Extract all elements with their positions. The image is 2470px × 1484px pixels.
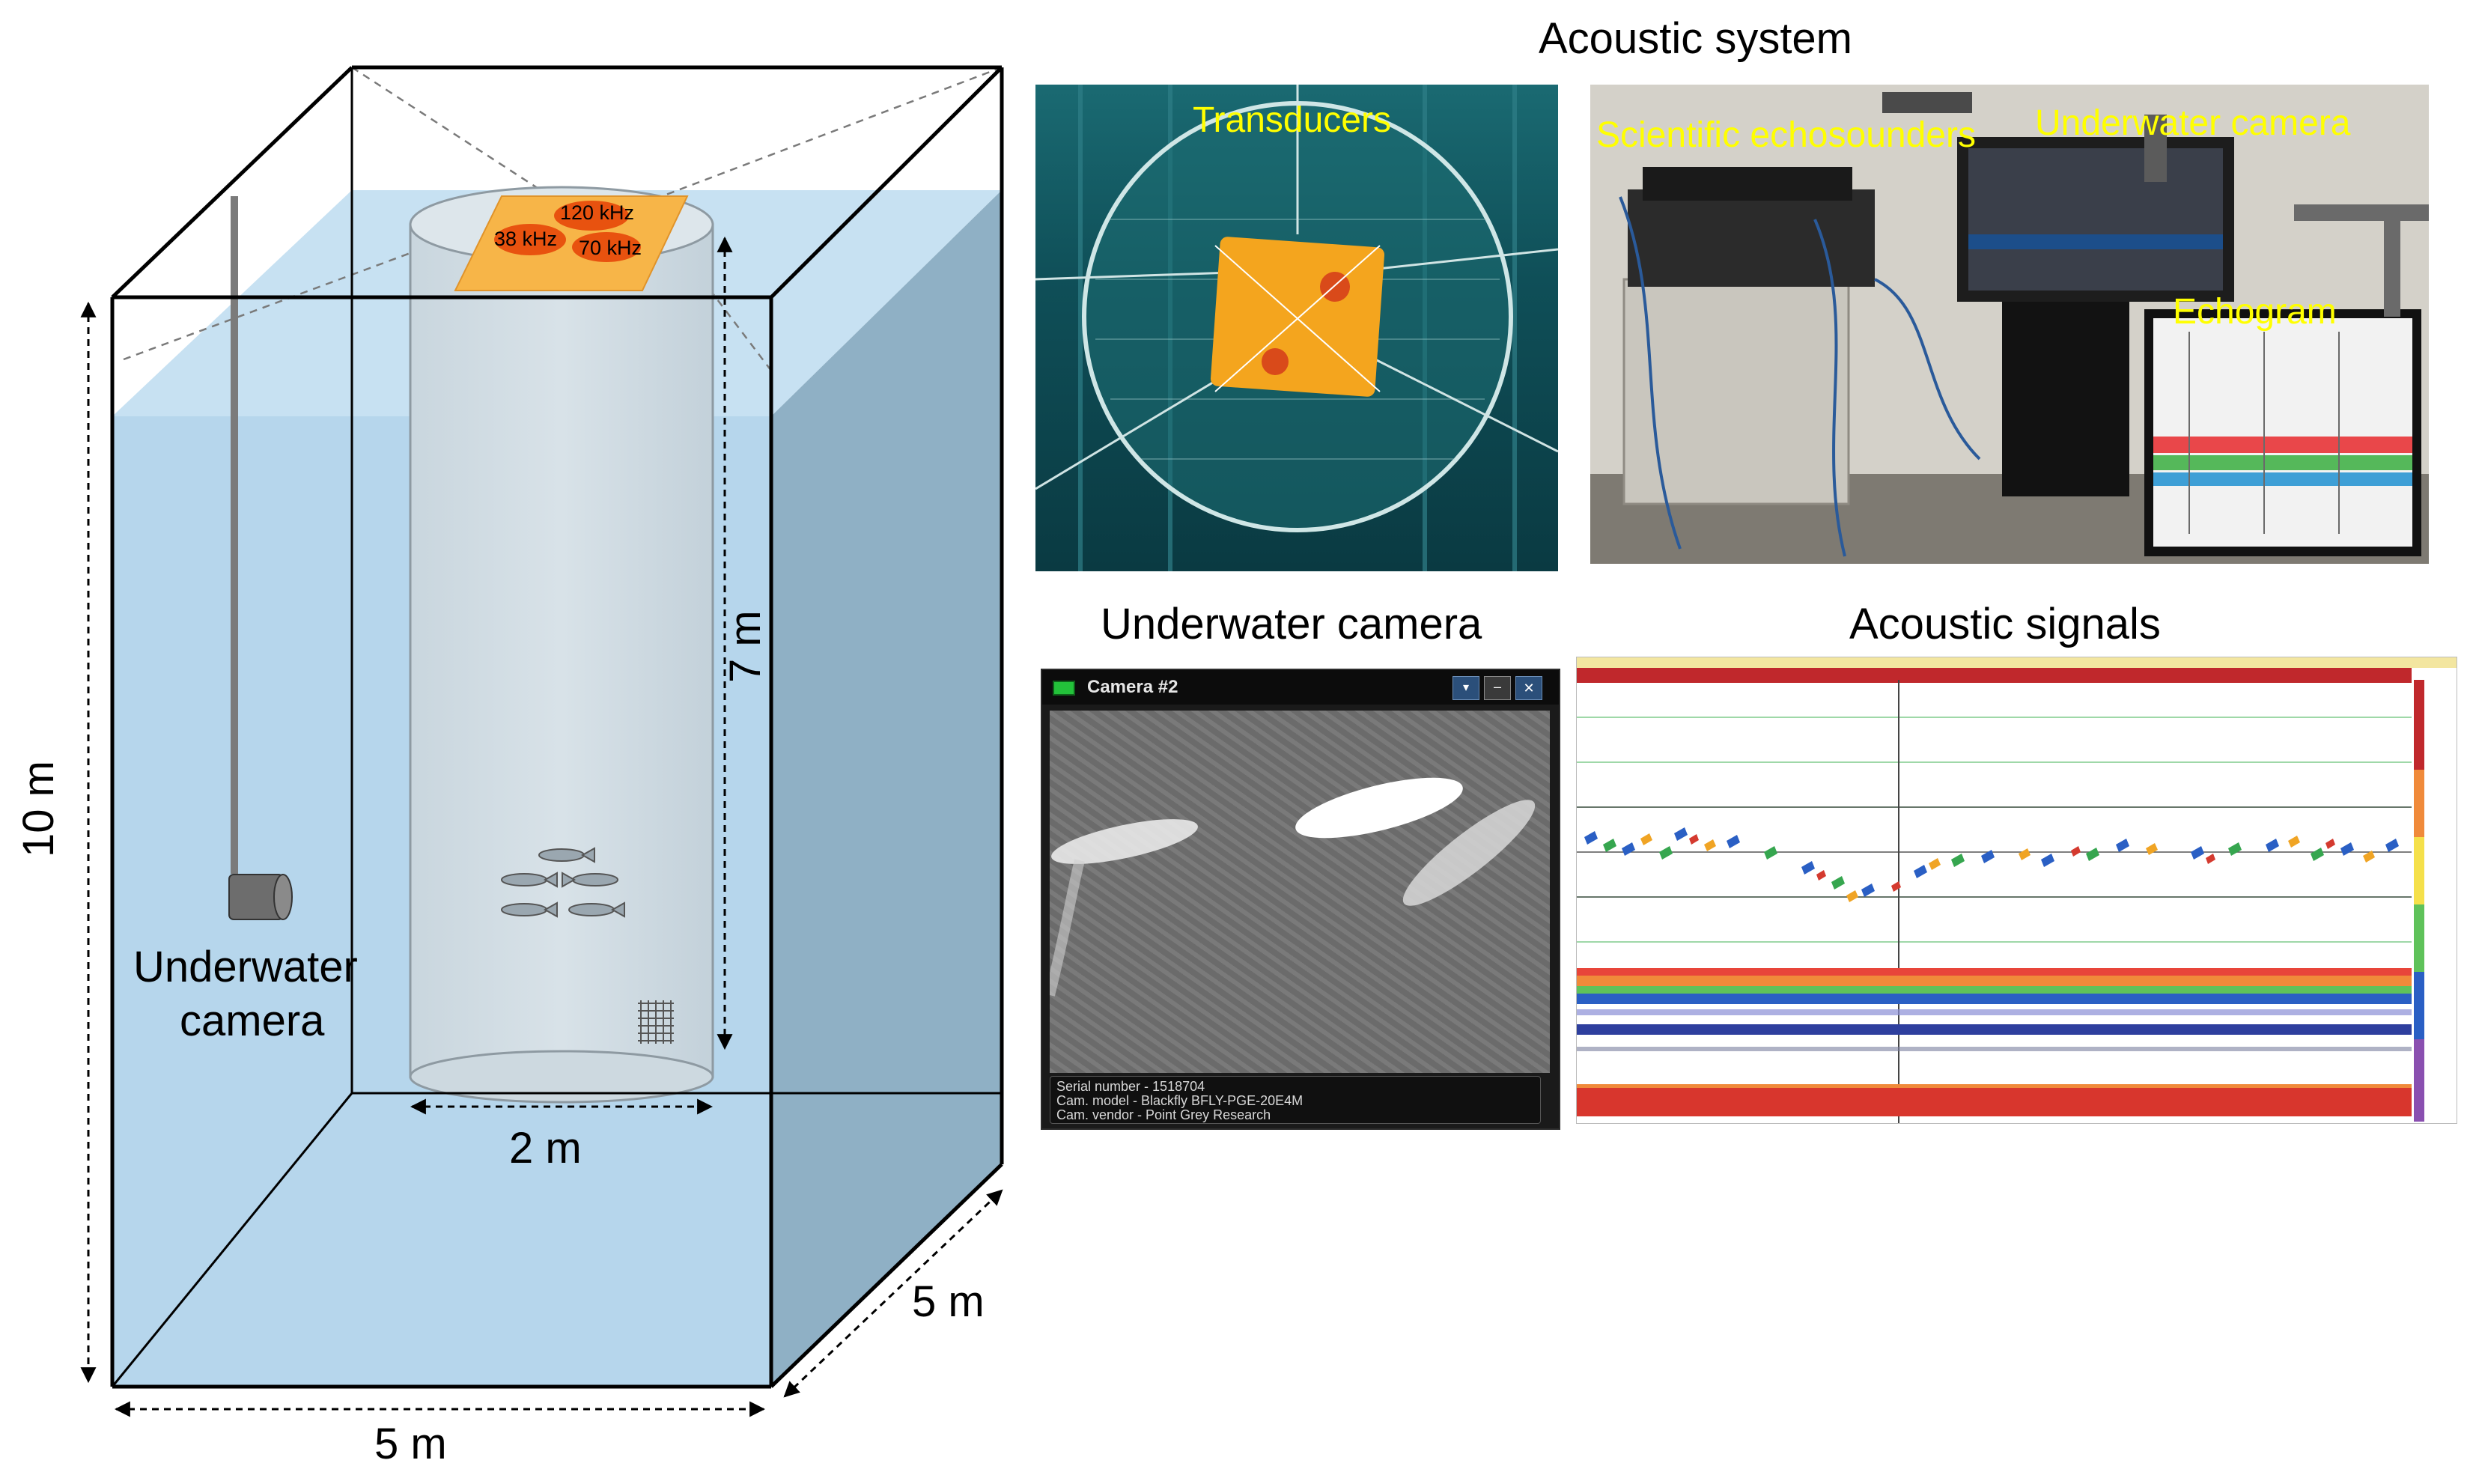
- status-indicator-icon: [1053, 681, 1075, 696]
- camera-window-title: Camera #2: [1087, 677, 1178, 697]
- cylindrical-net-cage: [409, 186, 714, 1104]
- tank-width-label: 5 m: [374, 1420, 447, 1468]
- window-menu-button[interactable]: ▾: [1453, 676, 1479, 700]
- camera-vendor-text: Cam. vendor - Point Grey Research: [1056, 1107, 1271, 1122]
- transducer-plate: [454, 195, 689, 291]
- minimize-button[interactable]: –: [1484, 676, 1511, 700]
- close-button[interactable]: ✕: [1515, 676, 1542, 700]
- camera-label-line1: Underwater: [133, 943, 358, 991]
- color-scale-bar: [2414, 680, 2424, 1122]
- camera-info-box: Serial number - 1518704 Cam. model - Bla…: [1050, 1076, 1541, 1124]
- camera-feed: [1050, 711, 1550, 1073]
- camera-label-line2: camera: [180, 997, 325, 1045]
- tank-diagram: 120 kHz 38 kHz 70 kHz: [80, 65, 1004, 1417]
- acoustic-signals-title: Acoustic signals: [1849, 600, 2161, 648]
- transducer-70khz: [572, 232, 641, 262]
- echogram-window: [1576, 657, 2457, 1124]
- acoustic-system-title: Acoustic system: [1539, 14, 1852, 63]
- camera-window: Camera #2 ▾ – ✕ Serial number - 1518704 …: [1041, 669, 1560, 1130]
- cylinder-height-label: 7 m: [721, 610, 770, 683]
- transducer-120khz: [554, 201, 629, 231]
- transducers-label: Transducers: [1193, 100, 1391, 140]
- echosounders-label: Scientific echosounders: [1596, 115, 1976, 155]
- camera-model-text: Cam. model - Blackfly BFLY-PGE-20E4M: [1056, 1093, 1304, 1108]
- echosounder-lab-photo: Scientific echosounders Underwater camer…: [1590, 85, 2429, 564]
- serial-number-text: Serial number - 1518704: [1056, 1079, 1205, 1094]
- fish-echo-traces: [1584, 827, 2399, 902]
- underwater-camera-title: Underwater camera: [1101, 600, 1482, 648]
- freq-label-70: 70 kHz: [579, 237, 642, 259]
- echogram-titlebar: [1577, 657, 2457, 668]
- transducer-38khz: [494, 224, 566, 255]
- echogram-top-bar: [1577, 668, 2412, 683]
- seabed-bands: [1577, 968, 2412, 1116]
- transducers-photo: Transducers: [1035, 85, 1558, 571]
- cylinder-diameter-label: 2 m: [509, 1124, 582, 1173]
- tank-height-label: 10 m: [14, 761, 63, 857]
- net-mesh-icon: [638, 1000, 674, 1044]
- water-side-face: [771, 190, 1002, 1387]
- camera-window-titlebar: Camera #2 ▾ – ✕: [1042, 670, 1559, 705]
- camera-pole: [231, 196, 238, 874]
- tank-depth-label: 5 m: [912, 1277, 985, 1326]
- fish-school: [501, 847, 625, 918]
- underwater-camera-photo-label: Underwater camera: [2035, 103, 2351, 143]
- echogram-label: Echogram: [2173, 292, 2337, 332]
- freq-label-38: 38 kHz: [494, 228, 557, 250]
- underwater-camera-icon: [228, 874, 293, 920]
- dimension-arrows: [80, 236, 1003, 1417]
- freq-label-120: 120 kHz: [560, 201, 634, 224]
